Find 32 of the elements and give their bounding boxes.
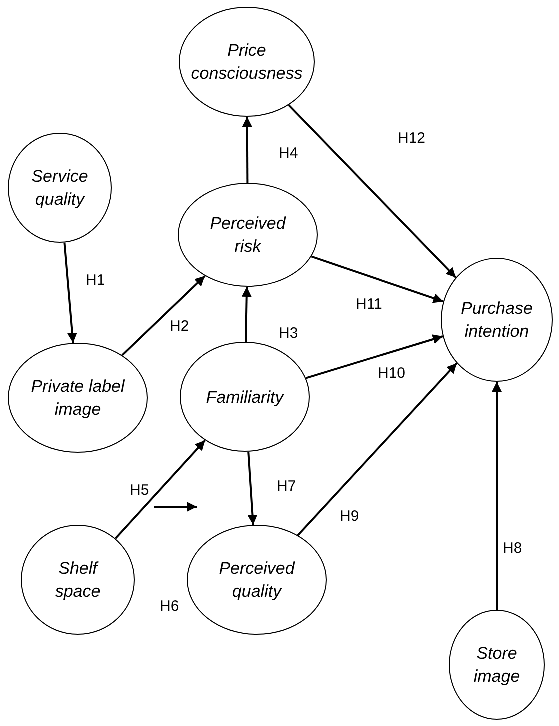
edge-label: H8 <box>503 540 522 557</box>
arrow <box>297 362 458 536</box>
edge-label: H3 <box>279 325 298 342</box>
construct-label: Purchase intention <box>460 298 534 343</box>
construct-label: Shelf space <box>54 558 102 603</box>
arrow <box>311 256 444 304</box>
edge-label: H4 <box>279 145 298 162</box>
arrow <box>114 440 206 540</box>
edge-label: H9 <box>340 508 360 525</box>
edge-label: H12 <box>398 130 426 147</box>
edge-label: H11 <box>356 296 382 313</box>
arrow <box>122 275 206 356</box>
edge-label: H2 <box>170 318 190 335</box>
construct-label: Price consciousness <box>190 40 304 85</box>
construct-label: Perceived risk <box>209 213 288 258</box>
arrow <box>242 286 252 342</box>
construct-label: Perceived quality <box>218 558 296 603</box>
edge-label: H7 <box>277 478 296 495</box>
arrow <box>248 452 258 526</box>
arrow <box>306 334 444 380</box>
construct-label: Service quality <box>30 166 90 211</box>
arrow <box>242 117 252 183</box>
arrow <box>492 382 502 610</box>
hypothesis-label: H6 <box>160 598 180 615</box>
construct-label: Store image <box>472 643 522 688</box>
edge-label: H5 <box>130 482 150 499</box>
edge-label: H10 <box>378 365 406 382</box>
arrow <box>64 242 78 344</box>
construct-label: Familiarity <box>206 386 284 408</box>
edge-label: H1 <box>86 272 106 289</box>
arrow <box>288 104 457 278</box>
construct-label: Private label image <box>30 376 126 421</box>
